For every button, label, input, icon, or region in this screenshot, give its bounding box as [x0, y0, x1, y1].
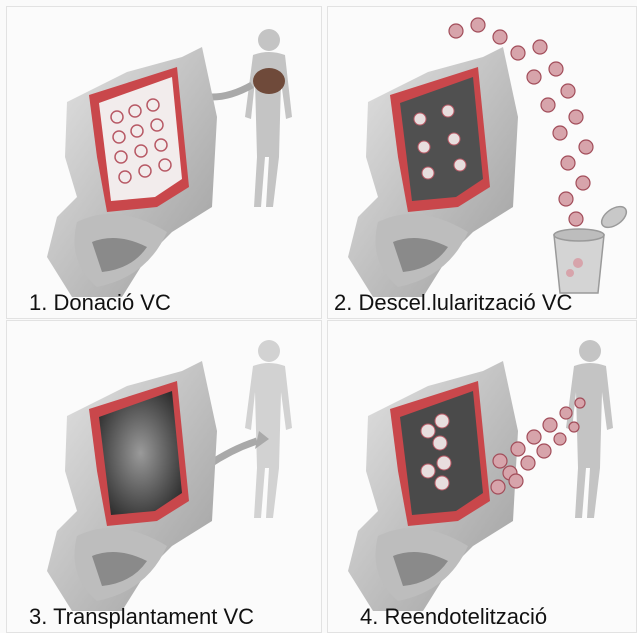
reendothelialization-illustration — [328, 321, 637, 633]
panel-decellularization: 2. Descel.lularització VC — [327, 6, 637, 319]
human-silhouette — [245, 29, 292, 207]
caption-donation: 1. Donació VC — [29, 290, 171, 316]
decellularization-illustration — [328, 7, 637, 319]
human-silhouette — [245, 340, 292, 518]
panel-transplant: 3. Transplantament VC — [6, 320, 322, 633]
heart-chamber — [47, 361, 217, 611]
panel-reendothelialization: 4. Reendotelització — [327, 320, 637, 633]
heart-chamber — [348, 47, 518, 297]
transplant-illustration — [7, 321, 322, 633]
heart-chamber — [47, 47, 217, 297]
panel-donation: 1. Donació VC — [6, 6, 322, 319]
organ — [253, 68, 285, 94]
caption-reendothelialization: 4. Reendotelització — [360, 604, 547, 630]
donation-illustration — [7, 7, 322, 319]
caption-transplant: 3. Transplantament VC — [29, 604, 254, 630]
waste-bin — [554, 202, 630, 293]
caption-decellularization: 2. Descel.lularització VC — [334, 290, 572, 316]
